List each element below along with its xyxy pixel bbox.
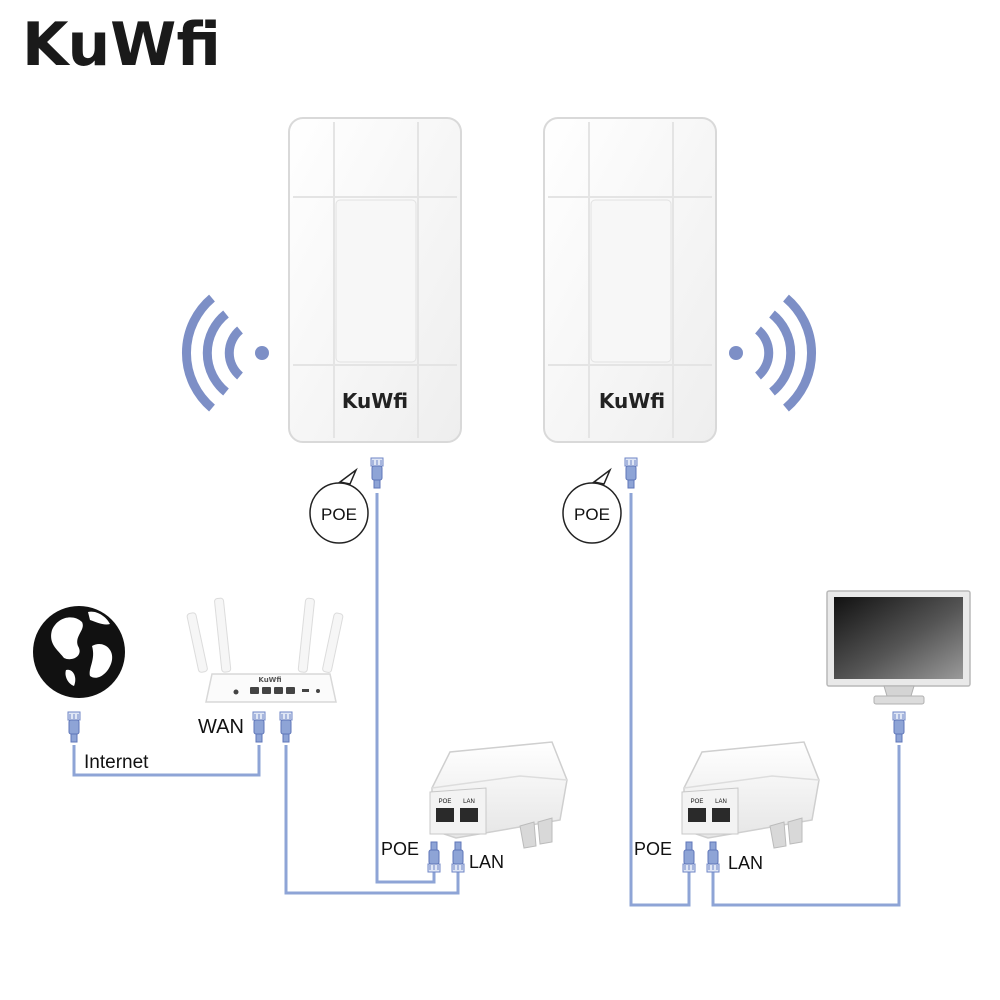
cpe-logo: KuWfi — [342, 389, 408, 413]
ethernet-connector-icon — [892, 711, 906, 743]
wifi-signal-icon — [729, 294, 817, 412]
poe-port-label: POE — [381, 839, 419, 859]
ethernet-connector-icon — [370, 457, 384, 489]
cable-lines — [72, 493, 901, 907]
internet-label: Internet — [84, 752, 149, 773]
monitor-icon — [826, 590, 971, 705]
injector-port-label: LAN — [715, 799, 727, 805]
router-icon: KuWfi — [186, 597, 344, 703]
globe-icon — [33, 606, 125, 698]
poe-callout-right: POE — [562, 467, 622, 544]
poe-callout-label: POE — [321, 505, 357, 524]
injector-port-label: POE — [691, 799, 704, 805]
ethernet-connector-icon — [682, 841, 696, 873]
poe-callout-left: POE — [309, 467, 369, 544]
ethernet-connector-icon — [427, 841, 441, 873]
cpe-unit-right: KuWfi — [543, 117, 717, 443]
ethernet-connector-icon — [279, 711, 293, 743]
router-logo: KuWfi — [258, 676, 281, 684]
injector-port-label: POE — [439, 799, 452, 805]
ethernet-connector-icon — [706, 841, 720, 873]
ethernet-connector-icon — [624, 457, 638, 489]
injector-port-label: LAN — [463, 799, 475, 805]
ethernet-connector-icon — [451, 841, 465, 873]
cpe-logo: KuWfi — [599, 389, 665, 413]
poe-port-label: POE — [634, 839, 672, 859]
poe-callout-label: POE — [574, 505, 610, 524]
poe-injector-icon: POE LAN — [429, 741, 568, 849]
poe-injector-icon: POE LAN — [681, 741, 820, 849]
wifi-signal-icon — [181, 294, 269, 412]
brand-logo: KuWfi — [22, 10, 221, 80]
ethernet-connector-icon — [252, 711, 266, 743]
wan-label: WAN — [198, 716, 244, 738]
lan-port-label: LAN — [469, 852, 504, 872]
cpe-unit-left: KuWfi — [288, 117, 462, 443]
lan-port-label: LAN — [728, 853, 763, 873]
ethernet-connector-icon — [67, 711, 81, 743]
